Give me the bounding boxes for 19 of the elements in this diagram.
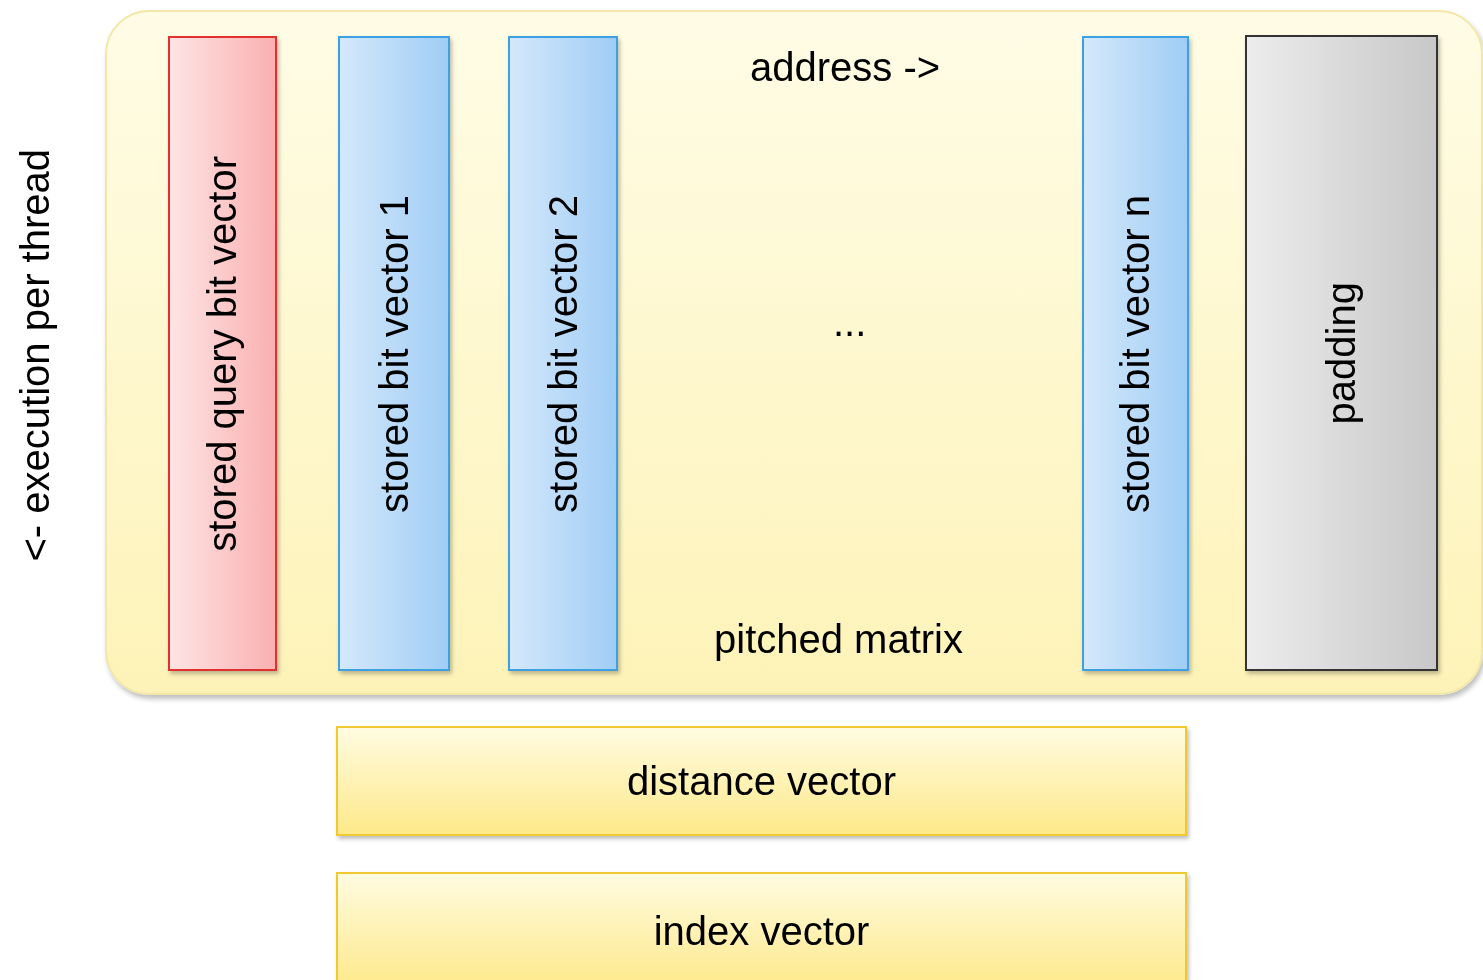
vector-bar [336, 726, 1187, 836]
vector-bar [336, 872, 1187, 980]
memory-column [338, 36, 450, 671]
panel-title: pitched matrix [714, 617, 963, 662]
padding-column [1245, 35, 1438, 671]
column-label: stored query bit vector [200, 155, 245, 552]
axis-label: <- execution per thread [12, 148, 58, 562]
memory-column [1082, 36, 1189, 671]
memory-column [508, 36, 618, 671]
column-label: distance vector [627, 758, 896, 804]
axis-label: address -> [750, 45, 941, 90]
ellipsis-label: ... [833, 300, 867, 345]
column-label: stored bit vector 2 [540, 194, 586, 513]
column-label: stored bit vector n [1113, 194, 1158, 513]
matrix-panel [105, 10, 1483, 695]
column-label: stored bit vector 1 [371, 194, 417, 513]
column-label: padding [1319, 281, 1364, 425]
column-label: index vector [653, 908, 870, 954]
memory-column [168, 36, 277, 671]
